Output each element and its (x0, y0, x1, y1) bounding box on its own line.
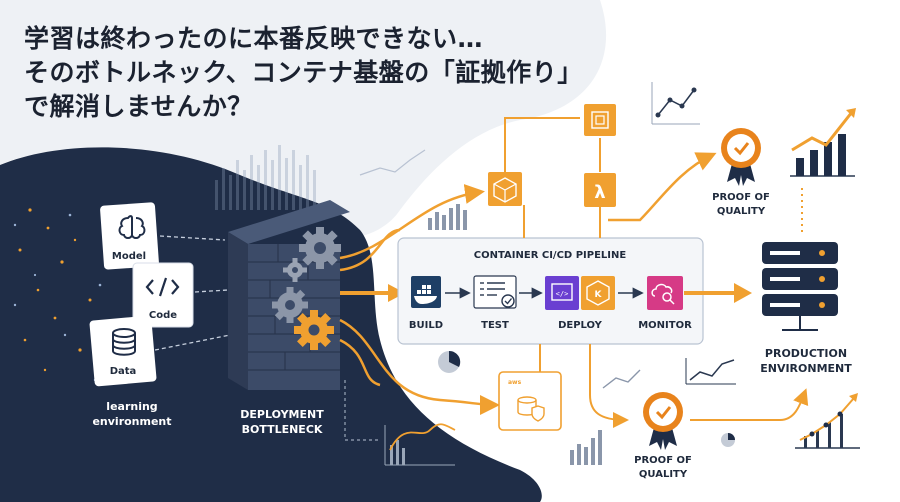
bottom-bars (570, 430, 602, 465)
headline-line-2: そのボトルネック、コンテナ基盤の「証拠作り」 (24, 58, 583, 87)
checklist-icon (480, 282, 515, 308)
deploy-code-icon (551, 283, 573, 301)
flow-arrows (339, 184, 500, 415)
quality-badge-bottom-icon (643, 392, 683, 450)
kubernetes-icon (586, 280, 610, 306)
lambda-icon: λ (584, 173, 616, 207)
stage-build-label: BUILD (409, 320, 443, 331)
bottom-chart (384, 423, 456, 466)
gear-icon-orange (294, 310, 334, 350)
code-label: Code (149, 310, 177, 321)
svg-text:</>: </> (556, 290, 569, 298)
arrow-to-top-medal (608, 152, 717, 222)
headline-line-3: で解消しませんか？ (24, 92, 253, 121)
background-bars (215, 145, 316, 210)
production-label-1: PRODUCTION (765, 347, 847, 360)
quality-badge-top-icon (721, 128, 761, 186)
headline-background (0, 0, 607, 239)
stage-build[interactable]: BUILD (409, 276, 443, 331)
svg-text:aws: aws (508, 379, 522, 386)
faint-line-chart (359, 149, 426, 176)
stage-monitor-label: MONITOR (638, 320, 692, 331)
pipeline-title: CONTAINER CI/CD PIPELINE (474, 250, 627, 261)
growth-chart-bottom (795, 393, 860, 449)
quality-top-label-2: QUALITY (717, 206, 766, 217)
learning-env-caption-2: environment (92, 415, 171, 428)
mini-bar-chart (428, 204, 467, 230)
stage-test[interactable]: TEST (473, 275, 517, 331)
growth-chart-top (790, 108, 856, 177)
dashed-connector-bottom (344, 380, 378, 441)
data-label: Data (110, 366, 137, 377)
pie-chart-icon-small (721, 433, 735, 447)
bottom-connectors (539, 344, 809, 428)
bottom-line-chart (602, 358, 736, 389)
top-line-chart (651, 82, 700, 125)
main-arrow-out-head (734, 283, 752, 303)
model-label: Model (112, 251, 146, 262)
production-label-2: ENVIRONMENT (760, 362, 852, 375)
database-icon (112, 328, 136, 356)
code-card: Code (132, 262, 194, 328)
docker-icon (414, 285, 437, 304)
aws-container-box: aws (498, 371, 562, 431)
bottleneck-label-2: BOTTLENECK (242, 423, 323, 436)
headline: 学習は終わったのに本番反映できない… そのボトルネック、コンテナ基盤の「証拠作り… (24, 22, 583, 124)
particle-dots (18, 208, 112, 372)
stage-test-label: TEST (481, 320, 509, 331)
svg-text:λ: λ (594, 182, 605, 203)
stage-deploy[interactable]: </> K DEPLOY (545, 276, 615, 331)
production-server-icon (762, 242, 838, 331)
brain-icon (118, 215, 146, 239)
headline-line-1: 学習は終わったのに本番反映できない… (24, 24, 484, 53)
quality-bottom-label-1: PROOF OF (634, 455, 692, 466)
stage-monitor[interactable]: MONITOR (638, 276, 692, 331)
aws-connectors (504, 117, 601, 238)
card-connectors (154, 235, 231, 351)
quality-bottom-label-2: QUALITY (639, 469, 688, 480)
code-icon (145, 277, 180, 297)
stage-deploy-label: DEPLOY (558, 320, 603, 331)
monitor-search-icon (651, 283, 675, 305)
learning-env-caption-1: learning (106, 400, 157, 413)
gear-icon-large (299, 227, 341, 269)
quality-top-label-1: PROOF OF (712, 192, 770, 203)
bottleneck-label-1: DEPLOYMENT (240, 408, 324, 421)
gear-icon-small (283, 258, 307, 282)
container-box-icon (488, 172, 522, 206)
pie-chart-icon (438, 350, 461, 373)
model-card: Model (100, 202, 159, 270)
aws-icon-chip (584, 104, 616, 136)
data-card: Data (89, 315, 157, 387)
main-arrow-in-head (388, 284, 405, 302)
svg-text:K: K (595, 290, 603, 300)
